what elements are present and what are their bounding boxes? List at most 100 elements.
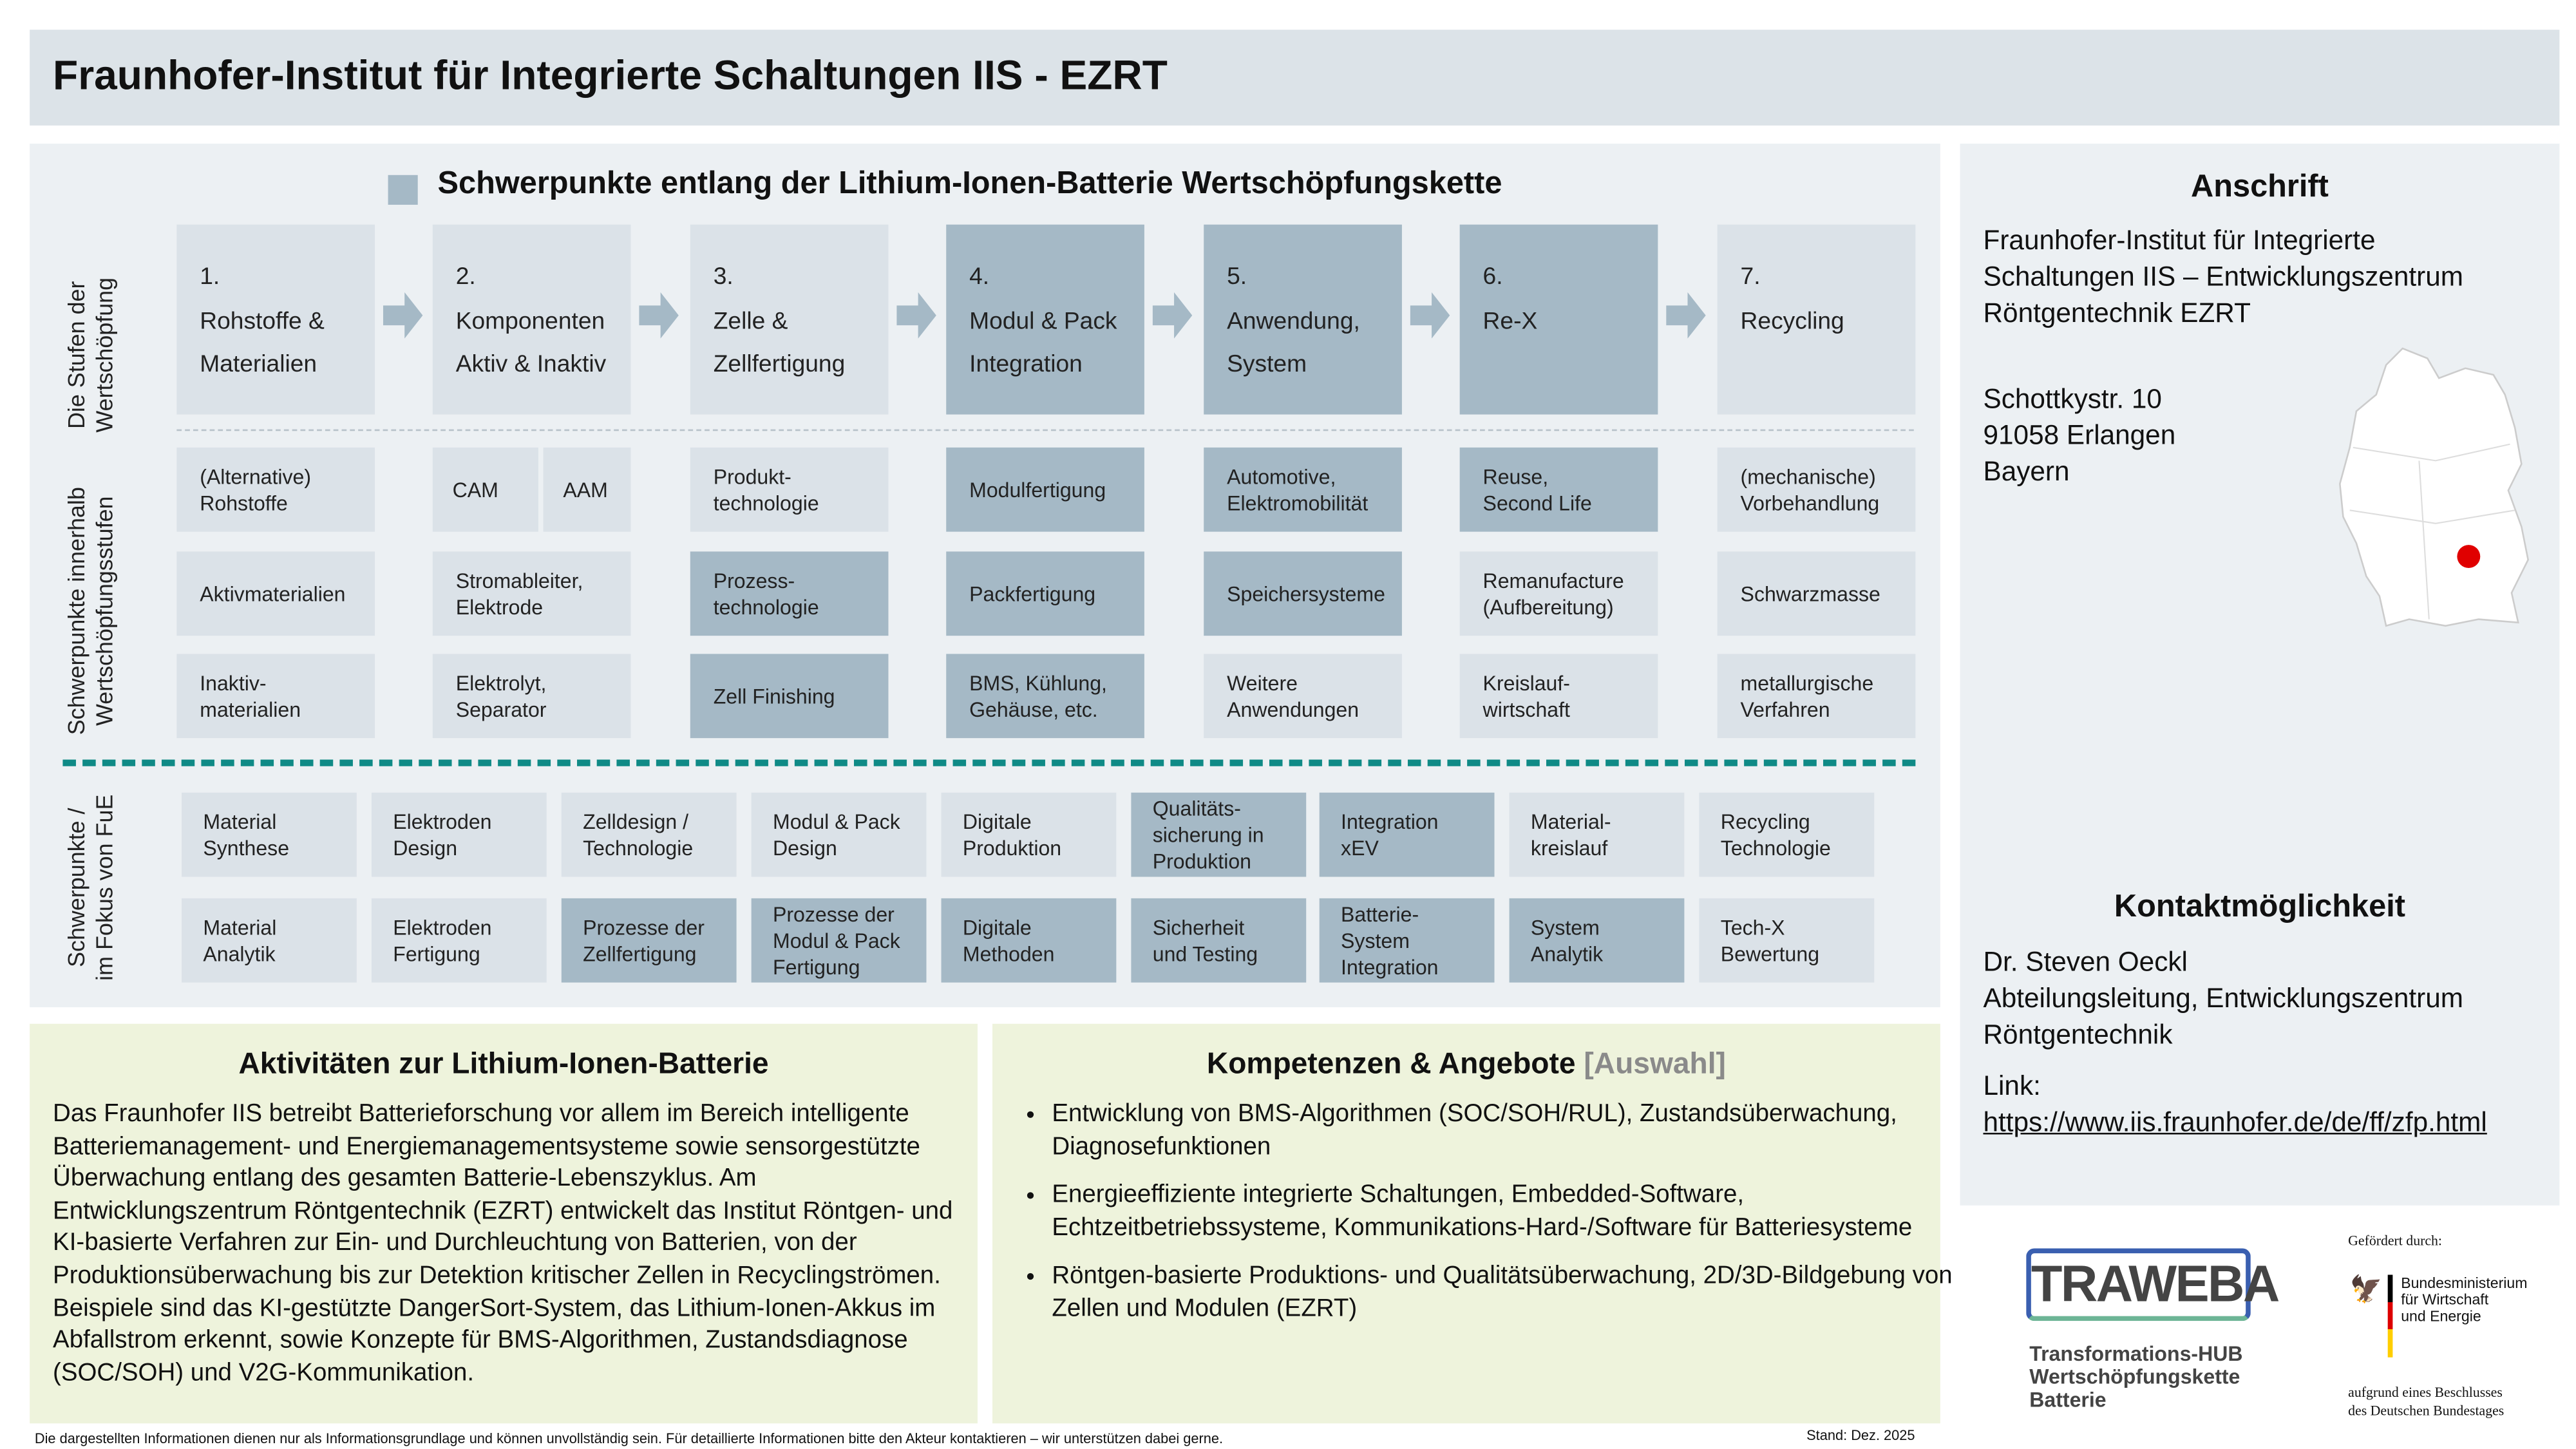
focus-cell: Kreislauf- wirtschaft: [1459, 654, 1658, 739]
competence-item: Energieeffiziente integrierte Schaltunge…: [1052, 1179, 1956, 1244]
contact-link[interactable]: https://www.iis.fraunhofer.de/de/ff/zfp.…: [1983, 1108, 2487, 1138]
competence-item: Röntgen-basierte Produktions- und Qualit…: [1052, 1260, 1956, 1325]
address-state: Bayern: [1983, 457, 2070, 488]
rnd-cell: Elektroden Fertigung: [371, 898, 547, 983]
focus-cell: Elektrolyt, Separator: [432, 654, 631, 739]
focus-cell: (Alternative) Rohstoffe: [176, 447, 375, 532]
arrow-right-icon: [896, 292, 936, 339]
focus-cell: Remanufacture (Aufbereitung): [1459, 551, 1658, 636]
activities-title: Aktivitäten zur Lithium-Ionen-Batterie: [238, 1046, 769, 1080]
stage-box: 2. Komponenten Aktiv & Inaktiv: [432, 224, 631, 415]
arrow-right-icon: [1410, 292, 1450, 339]
focus-cell: metallurgische Verfahren: [1717, 654, 1916, 739]
page-title: Fraunhofer-Institut für Integrierte Scha…: [53, 53, 1168, 99]
stage-number: 3.: [713, 264, 734, 291]
focus-cell: Weitere Anwendungen: [1204, 654, 1402, 739]
resolution-text: aufgrund eines Beschlusses des Deutschen…: [2348, 1383, 2505, 1419]
stage-number: 6.: [1482, 264, 1503, 291]
stage-label: Anwendung, System: [1227, 308, 1360, 379]
stage-box: 1. Rohstoffe & Materialien: [176, 224, 375, 415]
stage-box: 5. Anwendung, System: [1204, 224, 1402, 415]
contact-link-label: Link:: [1983, 1072, 2041, 1102]
focus-cell: Stromableiter, Elektrode: [432, 551, 631, 636]
stage-box: 6. Re-X: [1459, 224, 1658, 415]
stage-number: 2.: [455, 264, 476, 291]
stage-number: 4.: [969, 264, 990, 291]
stage-number: 7.: [1740, 264, 1761, 291]
germany-map: [2339, 347, 2529, 627]
focus-cell: Aktivmaterialien: [176, 551, 375, 636]
focus-cell: Inaktiv- materialien: [176, 654, 375, 739]
focus-cell: Speichersysteme: [1204, 551, 1402, 636]
stage-label: Zelle & Zellfertigung: [713, 308, 846, 379]
arrow-right-icon: [1152, 292, 1193, 339]
contact-role: Abteilungsleitung, Entwicklungszentrum R…: [1983, 984, 2463, 1050]
rnd-cell: Material Analytik: [182, 898, 357, 983]
focus-cell: CAM: [432, 447, 538, 532]
arrow-right-icon: [639, 292, 679, 339]
competences-list: Entwicklung von BMS-Algorithmen (SOC/SOH…: [992, 1098, 1956, 1341]
rnd-cell: Prozesse der Modul & Pack Fertigung: [751, 898, 927, 983]
focus-cell: Reuse, Second Life: [1459, 447, 1658, 532]
rnd-cell: Digitale Methoden: [941, 898, 1117, 983]
address-sidebar: Anschrift Fraunhofer-Institut für Integr…: [1960, 144, 2560, 1206]
stage-number: 5.: [1227, 264, 1247, 291]
traweba-subtitle: Transformations-HUB Wertschöpfungskette …: [2029, 1342, 2243, 1412]
arrow-right-icon: [383, 292, 423, 339]
funded-by: Gefördert durch:: [2348, 1231, 2443, 1249]
focus-cell: (mechanische) Vorbehandlung: [1717, 447, 1916, 532]
rnd-cell: Material- kreislauf: [1509, 792, 1685, 877]
label-stages: Die Stufen der Wertschöpfung: [62, 277, 118, 433]
rnd-cell: Digitale Produktion: [941, 792, 1117, 877]
stage-label: Re-X: [1482, 308, 1538, 335]
stage-number: 1.: [200, 264, 220, 291]
competences-title: Kompetenzen & Angebote [Auswahl]: [992, 1047, 1940, 1082]
rnd-cell: Modul & Pack Design: [751, 792, 927, 877]
competences-title-suffix: [Auswahl]: [1584, 1046, 1726, 1080]
activities-panel: Aktivitäten zur Lithium-Ionen-Batterie D…: [30, 1023, 978, 1424]
rnd-cell: Prozesse der Zellfertigung: [561, 898, 737, 983]
legend-square-icon: [388, 175, 418, 205]
footer-disclaimer: Die dargestellten Informationen dienen n…: [34, 1430, 1224, 1447]
address-org: Fraunhofer-Institut für Integrierte Scha…: [1983, 226, 2463, 329]
rnd-cell: Qualitäts- sicherung in Produktion: [1131, 792, 1307, 877]
address-street: Schottkystr. 10: [1983, 384, 2162, 415]
activities-text: Das Fraunhofer IIS betreibt Batteriefors…: [53, 1099, 953, 1387]
focus-cell: AAM: [543, 447, 631, 532]
rnd-cell: Batterie- System Integration: [1319, 898, 1495, 983]
focus-cell: Packfertigung: [946, 551, 1144, 636]
traweba-logo-text: TRAWEBA: [2031, 1255, 2280, 1313]
stage-box: 3. Zelle & Zellfertigung: [690, 224, 889, 415]
flag-bar: [2387, 1274, 2393, 1358]
contact-name: Dr. Steven Oeckl: [1983, 947, 2188, 978]
stage-label: Recycling: [1740, 308, 1844, 335]
focus-cell: Schwarzmasse: [1717, 551, 1916, 636]
label-focus: Schwerpunkte innerhalb Wertschöpfungsstu…: [62, 487, 118, 735]
footer-date: Stand: Dez. 2025: [1806, 1426, 1915, 1444]
traweba-logo: TRAWEBA: [2026, 1248, 2280, 1321]
stage-label: Komponenten Aktiv & Inaktiv: [455, 308, 607, 379]
ministry-name: Bundesministerium für Wirtschaft und Ene…: [2401, 1274, 2528, 1325]
rnd-cell: System Analytik: [1509, 898, 1685, 983]
focus-cell: Zell Finishing: [690, 654, 889, 739]
rnd-cell: Tech-X Bewertung: [1699, 898, 1875, 983]
focus-cell: BMS, Kühlung, Gehäuse, etc.: [946, 654, 1144, 739]
dotted-divider: [176, 429, 1914, 431]
stage-label: Rohstoffe & Materialien: [200, 308, 325, 379]
stage-box: 4.Modul & Pack Integration: [946, 224, 1144, 415]
competences-panel: Kompetenzen & Angebote [Auswahl] Entwick…: [992, 1023, 1953, 1424]
stage-box: 7. Recycling: [1717, 224, 1916, 415]
rnd-cell: Recycling Technologie: [1699, 792, 1875, 877]
rnd-cell: Integration xEV: [1319, 792, 1495, 877]
dashed-divider: [62, 759, 1916, 766]
contact-title: Kontaktmöglichkeit: [2114, 890, 2406, 925]
competences-title-text: Kompetenzen & Angebote: [1206, 1046, 1576, 1080]
arrow-right-icon: [1666, 292, 1706, 339]
header-bar: Fraunhofer-Institut für Integrierte Scha…: [30, 30, 2560, 126]
rnd-cell: Material Synthese: [182, 792, 357, 877]
address-title: Anschrift: [2191, 170, 2329, 205]
chain-title: Schwerpunkte entlang der Lithium-Ionen-B…: [437, 166, 1502, 202]
rnd-cell: Elektroden Design: [371, 792, 547, 877]
focus-cell: Automotive, Elektromobilität: [1204, 447, 1402, 532]
focus-cell: Produkt- technologie: [690, 447, 889, 532]
